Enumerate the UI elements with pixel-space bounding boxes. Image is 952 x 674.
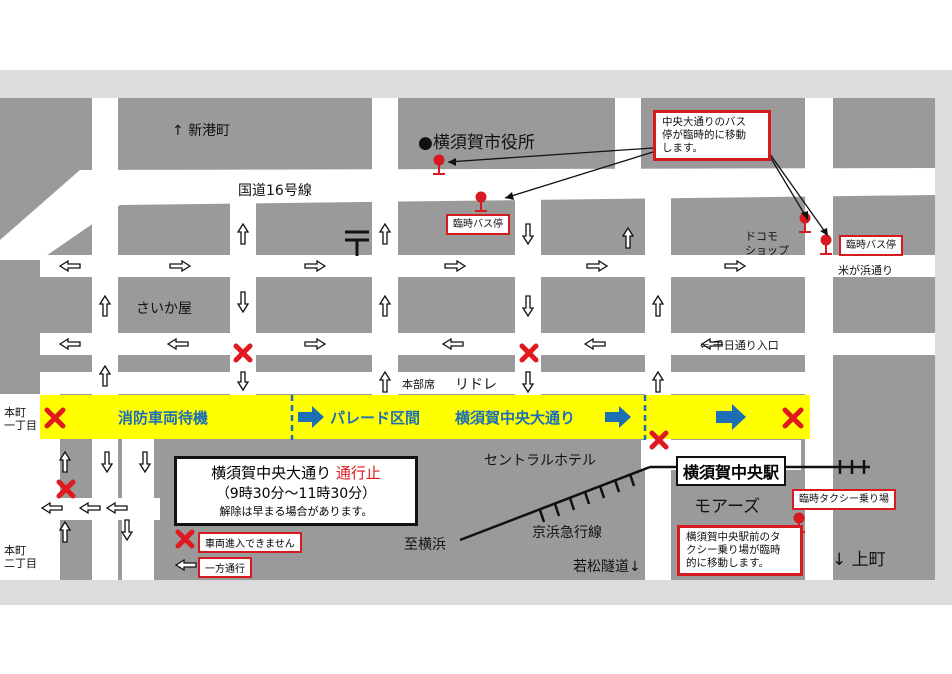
temp-taxi-label: 臨時タクシー乗り場	[792, 489, 896, 510]
route16-label: 国道16号線	[238, 183, 312, 199]
legend-no-entry: 車両進入できません	[198, 532, 302, 553]
city-hall-label: ●横須賀市役所	[418, 133, 535, 153]
avenue-label: 横須賀中央大通り	[455, 409, 576, 427]
legend-one-way: 一方通行	[198, 557, 252, 578]
parade-direction-arrows	[298, 404, 746, 430]
docomo-label-1: ドコモ	[745, 230, 778, 243]
bus-stop-icon	[433, 154, 832, 533]
honbuseki-label: 本部席	[400, 376, 437, 392]
one-way-arrow-icon	[40, 222, 747, 572]
uwamachi-label: ↓ 上町	[832, 550, 886, 570]
station-label: 横須賀中央駅	[676, 456, 787, 486]
taxi-move-callout: 横須賀中央駅前のタ クシー乗り場が臨時 的に移動します。	[677, 525, 803, 576]
notice-title-prefix: 横須賀中央大通り	[211, 464, 336, 482]
keikyu-label: 京浜急行線	[532, 525, 602, 541]
bus-move-callout: 中央大通りのバス 停が臨時的に移動 します。	[653, 110, 771, 161]
no-entry-icon	[44, 343, 804, 549]
notice-hours: （9時30分～11時30分）	[215, 486, 377, 502]
saikaya-label: さいか屋	[136, 301, 192, 317]
fire-trucks-label: 消防車両待機	[118, 409, 209, 427]
temp-bus-stop-label-1: 臨時バス停	[446, 214, 510, 235]
bus-move-line-2: 停が臨時的に移動	[662, 129, 746, 141]
central-hotel-label: セントラルホテル	[484, 453, 596, 469]
notice-note: 解除は早まる場合があります。	[219, 505, 373, 518]
motomachi1-label-2: 一丁目	[4, 419, 37, 432]
to-yokohama-label: 至横浜	[404, 537, 446, 553]
bus-move-line-1: 中央大通りのバス	[662, 116, 746, 128]
taxi-move-line-2: クシー乗り場が臨時	[686, 544, 781, 556]
bus-move-line-3: します。	[662, 142, 703, 154]
closure-notice: 横須賀中央大通り 通行止 （9時30分～11時30分） 解除は早まる場合がありま…	[174, 456, 418, 526]
temp-bus-stop-label-2: 臨時バス停	[839, 235, 903, 256]
notice-title-closed: 通行止	[335, 464, 381, 482]
motomachi2-label-1: 本町	[4, 544, 26, 557]
route16-road	[0, 168, 935, 260]
shinkocho-label: ↑ 新港町	[172, 123, 231, 139]
motomachi2-label-2: 二丁目	[4, 557, 37, 570]
callout-pointers	[447, 139, 829, 237]
taxi-move-line-3: 的に移動します。	[686, 557, 769, 569]
lidre-label: リドレ	[455, 377, 497, 393]
motomachi1-label-1: 本町	[4, 406, 26, 419]
parade-label: パレード区間	[330, 409, 421, 427]
senbichi-label: ⇐ 千日通り入口	[700, 339, 779, 352]
wakamatsu-label: 若松隧道↓	[573, 559, 641, 575]
yonegahama-label: 米が浜通り	[838, 264, 893, 277]
mores-label: モアーズ	[694, 497, 761, 517]
notice-title: 横須賀中央大通り 通行止	[177, 462, 415, 483]
post-office-icon	[345, 230, 369, 256]
taxi-move-line-1: 横須賀中央駅前のタ	[686, 531, 781, 543]
docomo-label-2: ショップ	[745, 244, 789, 257]
parade-band	[40, 395, 810, 439]
